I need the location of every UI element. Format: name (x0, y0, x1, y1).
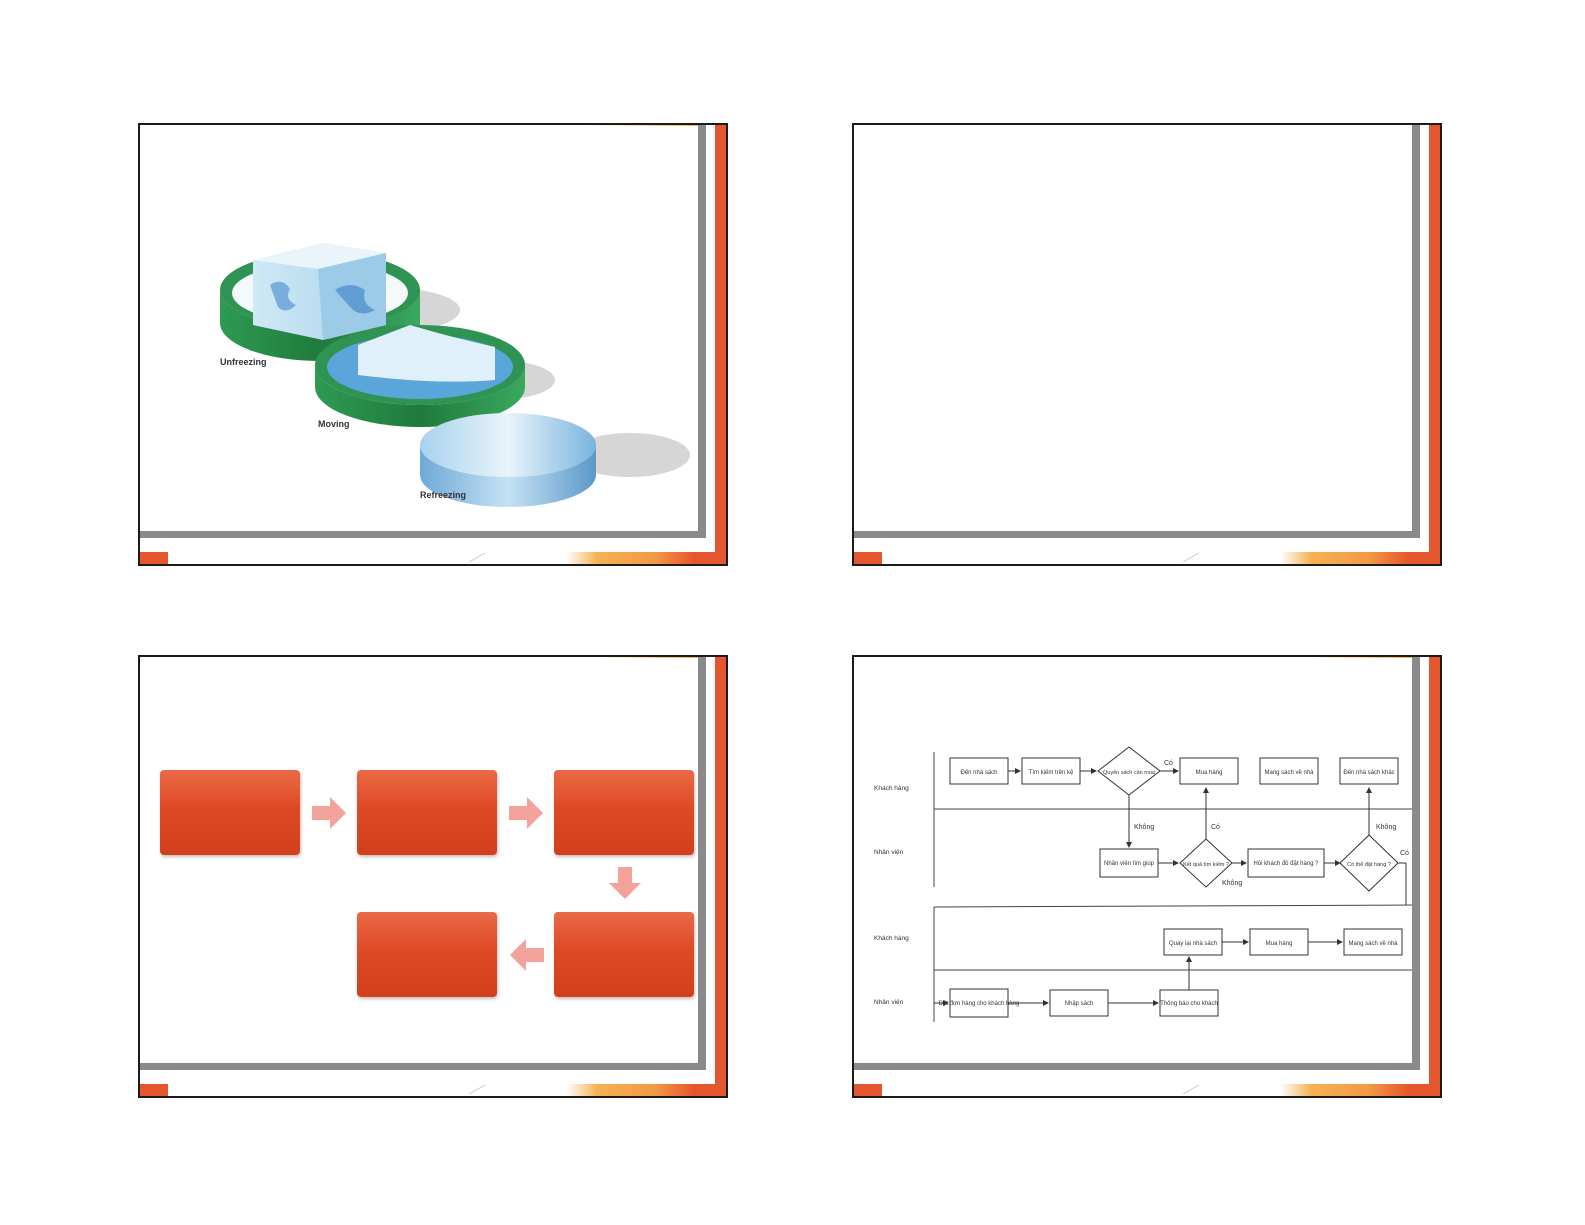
process-box-2 (357, 770, 497, 855)
node-nhap-sach: Nhập sách (1065, 1001, 1094, 1007)
node-quyen-sach: Quyển sách cần mua (1103, 769, 1156, 776)
slide-footer-slash (1182, 552, 1200, 563)
arrow-right-icon (509, 797, 543, 829)
node-den-nha-sach: Đến nhà sách (960, 770, 997, 776)
slide-footer-left-accent (854, 552, 882, 564)
node-thong-bao: Thông báo cho khách (1160, 1001, 1218, 1007)
slide-frame-orange (715, 125, 726, 564)
slide-frame-gray (698, 657, 706, 1070)
node-tim-kiem: Tìm kiếm trên kệ (1029, 770, 1074, 776)
slide-footer-band (566, 552, 726, 564)
edge-label-khong: Không (1376, 824, 1396, 831)
slide-footer-band (1280, 1084, 1440, 1096)
flowchart: Khách hàng Nhân viên Khách hàng Nhân viê… (874, 746, 1417, 1022)
slide-frame-gray (1412, 125, 1420, 538)
node-nhan-vien-tim-giup: Nhân viên tìm giúp (1104, 861, 1155, 867)
slide-top-accent (588, 657, 698, 658)
slide-frame-orange (1429, 125, 1440, 564)
slide-footer-left-accent (140, 1084, 168, 1096)
process-box-1 (160, 770, 300, 855)
slide-2 (852, 123, 1442, 566)
node-mua-hang: Mua hàng (1196, 770, 1223, 776)
node-mang-sach: Mang sách về nhà (1264, 770, 1314, 776)
lane-staff-label: Nhân viên (874, 849, 904, 856)
edge-label-co: Có (1211, 824, 1220, 831)
slide-frame-gray (1412, 657, 1420, 1070)
node-dat-don-hang: Đặt đơn hàng cho khách hàng (939, 1001, 1020, 1007)
node-hoi-khach: Hỏi khách đồ đặt hàng ? (1253, 860, 1319, 867)
moving-label: Moving (318, 419, 350, 429)
lane-customer-label: Khách hàng (874, 785, 909, 792)
arrow-down-icon (609, 867, 641, 899)
slide-frame-gray-bottom (854, 1063, 1420, 1070)
node-den-nha-sach-khac: Đến nhà sách khác (1343, 770, 1394, 776)
slide-footer-left-accent (854, 1084, 882, 1096)
slide-frame-orange (715, 657, 726, 1096)
arrow-right-icon (312, 797, 346, 829)
refreezing-label: Refreezing (420, 490, 466, 500)
process-box-3 (554, 770, 694, 855)
process-box-4 (554, 912, 694, 997)
unfreeze-ice-illustration: Unfreezing Moving Refreezing (220, 243, 690, 507)
slide-footer-band (1280, 552, 1440, 564)
node-mang-sach: Mang sách về nhà (1348, 941, 1398, 947)
arrow-left-icon (510, 939, 544, 971)
slide-4: Khách hàng Nhân viên Khách hàng Nhân viê… (852, 655, 1442, 1098)
node-ket-qua: Kết quả tìm kiếm ? (1183, 862, 1229, 868)
slide-1: Unfreezing Moving Refreezing (138, 123, 728, 566)
edge-label-co: Có (1164, 760, 1173, 767)
node-co-the-dat-hang: Có thể đặt hàng ? (1347, 861, 1391, 868)
slide-footer-left-accent (140, 552, 168, 564)
slide-3 (138, 655, 728, 1098)
edge-label-co: Có (1400, 850, 1409, 857)
slide-frame-gray-bottom (140, 531, 706, 538)
lane-customer-label: Khách hàng (874, 935, 909, 942)
slide-frame-gray-bottom (854, 531, 1420, 538)
slide-top-accent (588, 125, 698, 126)
node-quay-lai: Quay lại nhà sách (1169, 941, 1217, 947)
process-box-5 (357, 912, 497, 997)
slide-frame-orange (1429, 657, 1440, 1096)
slide-footer-slash (468, 1084, 486, 1095)
unfreezing-label: Unfreezing (220, 357, 267, 367)
slide-footer-slash (468, 552, 486, 563)
slide-footer-band (566, 1084, 726, 1096)
edge-label-khong: Không (1134, 824, 1154, 831)
slide-frame-gray-bottom (140, 1063, 706, 1070)
lane-staff-label: Nhân viên (874, 999, 904, 1006)
node-mua-hang: Mua hàng (1266, 941, 1293, 947)
slide-top-accent (1302, 657, 1412, 658)
slide-footer-slash (1182, 1084, 1200, 1095)
edge-label-khong: Không (1222, 880, 1242, 887)
slide-frame-gray (698, 125, 706, 538)
